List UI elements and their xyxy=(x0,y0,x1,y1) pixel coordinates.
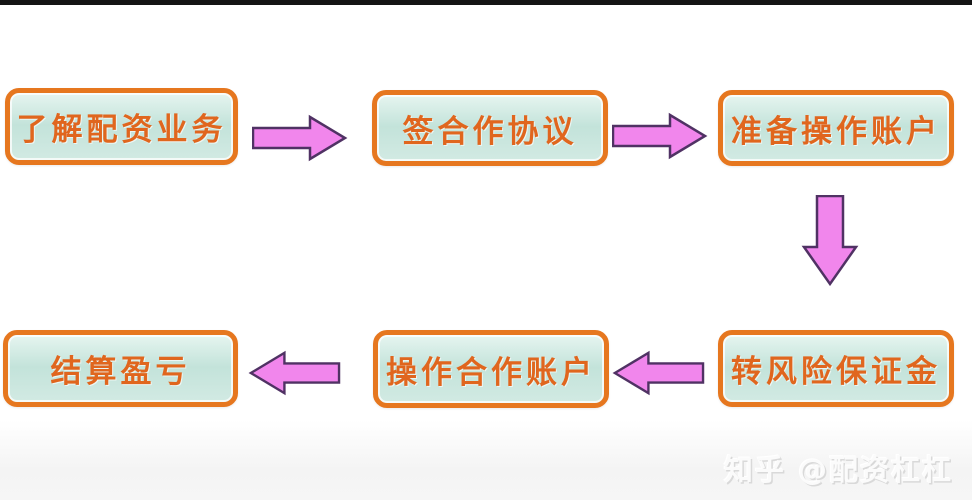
arrow-down-icon xyxy=(801,195,859,287)
arrow-right-icon xyxy=(252,114,348,162)
flow-node-label: 结算盈亏 xyxy=(50,354,191,390)
zhihu-watermark: 知乎 @配资杠杠 xyxy=(723,453,953,487)
flow-node-step3: 准备操作账户 xyxy=(718,90,954,166)
flow-node-label: 了解配资业务 xyxy=(16,112,227,148)
flow-node-step4: 转风险保证金 xyxy=(718,330,954,407)
flow-node-step5: 操作合作账户 xyxy=(373,330,609,408)
arrow-right-icon xyxy=(612,112,708,160)
flow-node-label: 操作合作账户 xyxy=(386,354,596,391)
flow-node-step1: 了解配资业务 xyxy=(5,88,238,165)
flow-node-label: 准备操作账户 xyxy=(731,113,941,150)
top-black-bar xyxy=(0,0,972,5)
arrow-left-icon xyxy=(248,350,341,396)
flow-node-step6: 结算盈亏 xyxy=(3,330,238,407)
flow-node-step2: 签合作协议 xyxy=(372,90,608,166)
arrow-left-icon xyxy=(612,350,705,396)
flow-node-label: 转风险保证金 xyxy=(731,354,941,390)
flow-node-label: 签合作协议 xyxy=(402,113,578,150)
